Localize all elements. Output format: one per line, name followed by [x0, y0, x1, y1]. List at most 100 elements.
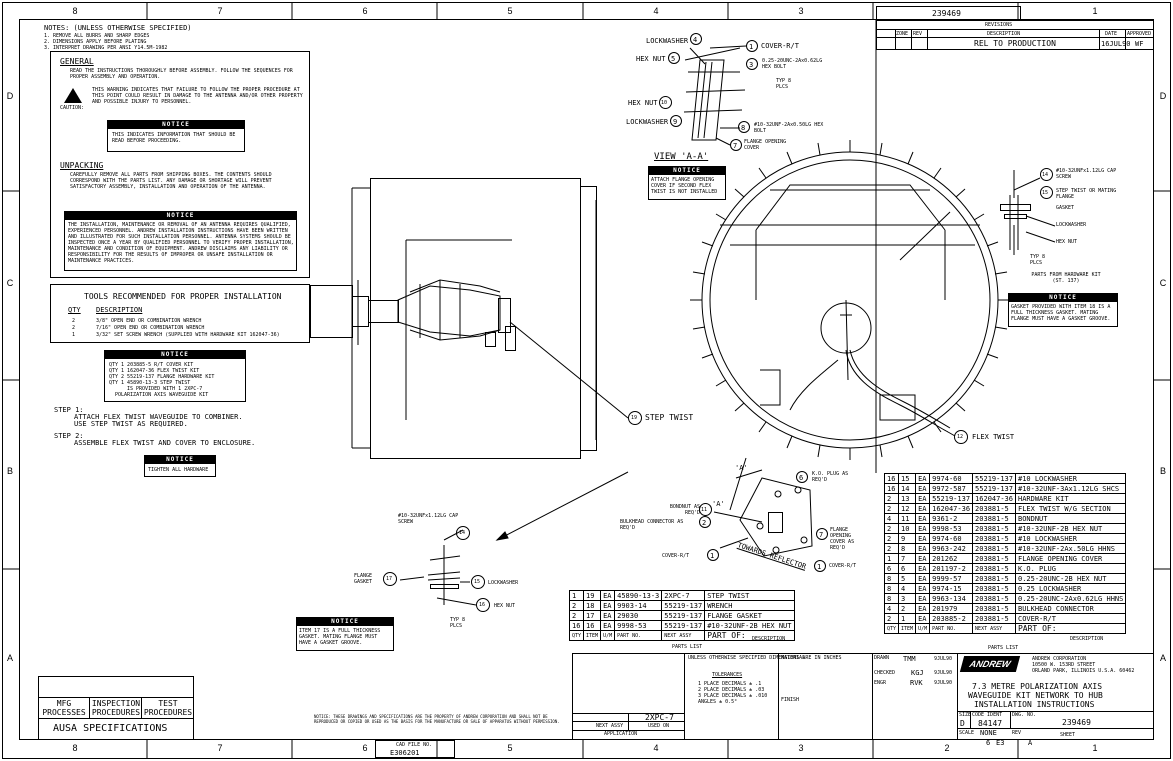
cell: 19: [583, 590, 602, 601]
view-aa-notice-label: NOTICE: [649, 167, 725, 175]
cell: 2: [883, 523, 900, 534]
legal-notice: NOTICE: THESE DRAWINGS AND SPECIFICATION…: [314, 714, 560, 724]
tolerance-3: 3 PLACE DECIMALS ± .010: [698, 693, 768, 699]
cell: FLANGE GASKET: [704, 610, 795, 621]
kit-notice-line-6: POLARIZATION AXIS WAVEGUIDE KIT: [115, 392, 209, 398]
cell: 16: [883, 483, 900, 494]
cell: 11: [898, 513, 917, 524]
item17-notice-box: NOTICE ITEM 17 IS A FULL THICKNESS GASKE…: [296, 617, 394, 651]
tolerances-title: TOLERANCES: [712, 672, 743, 678]
cell: EA: [915, 513, 931, 524]
step-twist-label: STEP TWIST: [645, 413, 694, 422]
cell: 16: [568, 620, 585, 631]
callout-1-top-bubble: 1: [746, 40, 758, 52]
scale-value: NONE: [980, 729, 997, 737]
zone-bottom-8: 8: [72, 743, 78, 753]
cell: 12: [898, 503, 917, 514]
cell: 15: [898, 473, 917, 484]
cell: 9903-14: [614, 600, 663, 611]
zone-top-8: 8: [72, 6, 78, 16]
zone-bottom-1: 1: [1092, 743, 1098, 753]
cell: EA: [915, 563, 931, 574]
cell: 162047-36: [929, 503, 974, 514]
callout-lockwasher-bottom-label: LOCKWASHER: [488, 580, 519, 586]
cell: 4: [898, 583, 917, 594]
header-cell: U/M: [915, 623, 931, 634]
callout-2-bubble: 2: [699, 516, 711, 528]
step-1-label: STEP 1:: [54, 406, 84, 414]
callout-17-bubble: 17: [383, 572, 397, 586]
zone-bottom-4: 4: [653, 743, 659, 753]
next-assy-value: 2XPC-7: [645, 713, 674, 722]
cell: 203881-5: [972, 533, 1016, 544]
general-notice-label: NOTICE: [108, 121, 244, 129]
callout-14-bottom-num: 14: [459, 530, 466, 536]
callout-flange-cover-7-label: FLANGE OPENING COVER: [744, 139, 787, 151]
cell: EA: [915, 573, 931, 584]
callout-10-bubble: 10: [659, 96, 672, 109]
header-cell: PART NO.: [929, 623, 974, 634]
cell: 7: [898, 553, 917, 564]
rev-row-approved: WF: [1135, 40, 1144, 48]
zone-right-B: B: [1159, 466, 1166, 476]
zone-left-D: D: [6, 91, 14, 101]
callout-12-num: 12: [957, 434, 964, 440]
callout-6-num: 6: [799, 474, 804, 482]
cell: #10 LOCKWASHER: [1014, 473, 1127, 484]
zone-right-C: C: [1159, 278, 1167, 288]
general-title: GENERAL: [60, 57, 94, 66]
cell: 5: [898, 573, 917, 584]
notes-line-1: 1. REMOVE ALL BURRS AND SHARP EDGES: [44, 33, 150, 39]
callout-3-bubble: 3: [746, 58, 758, 70]
aa-mark-2: 'A': [712, 500, 725, 508]
sheet-value-1: 6: [986, 739, 991, 747]
callout-flange-cover-center-label: FLANGE OPENING COVER AS REQ'D: [830, 527, 855, 551]
cell: 201262: [929, 553, 974, 564]
tools-row-3-desc: 3/32" SET SCREW WRENCH (SUPPLIED WITH HA…: [96, 332, 280, 338]
cell: EA: [600, 620, 616, 631]
title-line-2: WAVEGUIDE KIT NETWORK TO HUB: [968, 691, 1103, 700]
cell: 13: [898, 493, 917, 504]
callout-cover-rt-label: COVER-R/T: [761, 42, 799, 50]
ausa-specifications: AUSA SPECIFICATIONS: [53, 723, 168, 734]
cell: 0.25-20UNC-2B HEX NUT: [1014, 573, 1127, 584]
cad-file-box: CAD FILE NO. E306201: [375, 740, 455, 758]
callout-hexnut-bottom-label: HEX NUT: [494, 603, 516, 609]
cell: 1: [883, 553, 900, 564]
dwg-value: 239469: [1062, 718, 1091, 727]
zone-bottom-3: 3: [798, 743, 804, 753]
callout-16-num: 16: [479, 602, 486, 608]
test-procedures: TEST PROCEDURES: [143, 699, 193, 717]
cell: #10 LOCKWASHER: [1014, 533, 1127, 544]
cell: EA: [915, 603, 931, 614]
checked-date: 9JUL90: [934, 670, 953, 676]
cell: 55219-137: [929, 493, 974, 504]
zone-right-A: A: [1159, 653, 1166, 663]
cell: 55219-137: [972, 483, 1016, 494]
sheet-value-3: A: [1028, 739, 1033, 747]
cell: 201979: [929, 603, 974, 614]
title-line-3: INSTALLATION INSTRUCTIONS: [974, 700, 1095, 709]
cell: EA: [600, 600, 616, 611]
gasket-notice-box: NOTICE GASKET PROVIDED WITH ITEM 18 IS A…: [1008, 293, 1118, 327]
cell: 9: [898, 533, 917, 544]
drawn-date: 9JUL90: [934, 656, 953, 662]
cell: 45890-13-3: [614, 590, 663, 601]
title-line-1: 7.3 METRE POLARIZATION AXIS: [972, 682, 1103, 691]
callout-cover-rt-left-label: COVER-R/T: [662, 553, 690, 559]
header-cell: PART NO.: [614, 630, 663, 641]
tools-row-2-qty: 2: [72, 325, 76, 331]
callout-5-bubble: 5: [668, 52, 680, 64]
callout-9-bubble: 9: [670, 115, 682, 127]
cell: 9972-587: [929, 483, 974, 494]
zone-left-C: C: [6, 278, 14, 288]
